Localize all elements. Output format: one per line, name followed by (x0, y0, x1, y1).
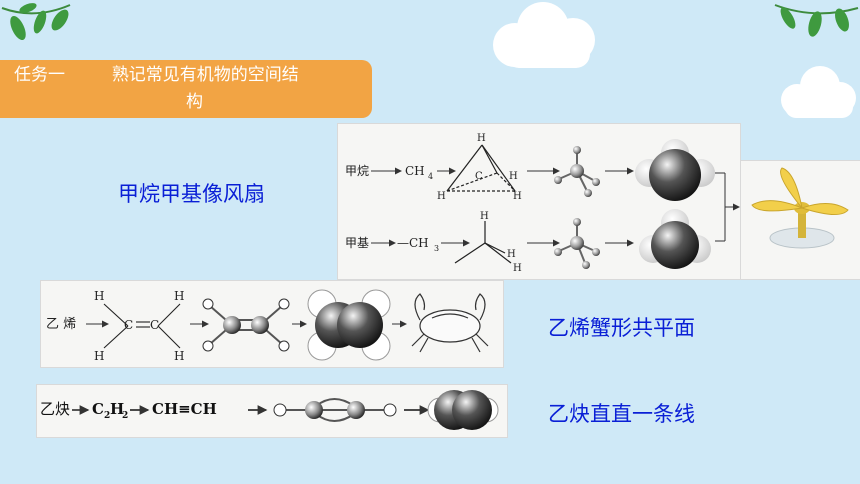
methane-ball-stick-model (554, 146, 600, 197)
methane-formula: CH (405, 164, 425, 178)
crab-illustration (411, 293, 489, 353)
leaf-decoration-right (774, 4, 859, 37)
methane-space-filling-model (635, 139, 715, 201)
methane-atom-h-top: H (477, 133, 486, 144)
task-title: 任务一 熟记常见有机物的空间结 构 (14, 62, 364, 116)
ethylene-ball-stick-model (202, 298, 290, 352)
acetylene-formula-sub-h: 2 (122, 411, 128, 421)
acetylene-formula-h: H (110, 400, 124, 418)
methyl-structure (454, 221, 512, 264)
methyl-name: 甲基 (345, 236, 369, 250)
methane-diagram: 甲烷 CH 4 H C H H H 甲基 —CH (345, 133, 849, 274)
methyl-formula: —CH (397, 236, 429, 250)
acetylene-name: 乙炔 (40, 400, 70, 418)
methane-atom-h-right: H (509, 171, 518, 182)
ethylene-atom-h-tr: H (174, 289, 184, 303)
methane-atom-h-left: H (437, 191, 446, 202)
caption-ethylene: 乙烯蟹形共平面 (548, 316, 695, 340)
ethylene-atom-c-right: C (150, 318, 159, 332)
acetylene-space-filling-model (427, 390, 499, 430)
ethylene-structural-formula (103, 303, 181, 349)
methyl-space-filling-model (639, 209, 711, 269)
ethylene-atom-h-bl: H (94, 349, 104, 363)
methane-name: 甲烷 (345, 164, 369, 178)
task-title-line1: 熟记常见有机物的空间结 (111, 65, 299, 85)
acetylene-ball-stick-model (273, 398, 397, 422)
ethylene-atom-h-br: H (174, 349, 184, 363)
methyl-atom-h-bottom: H (513, 263, 522, 274)
acetylene-formula-sub-c: 2 (104, 411, 110, 421)
acetylene-formula-c: C (92, 400, 104, 418)
fan-illustration (751, 167, 849, 249)
methyl-atom-h-right: H (507, 249, 516, 260)
leaf-decoration-left (1, 3, 71, 41)
ethylene-atom-h-tl: H (94, 289, 104, 303)
acetylene-structural-formula: CH≡CH (152, 400, 217, 418)
acetylene-diagram: 乙炔 C 2 H 2 CH≡CH (40, 390, 499, 430)
ethylene-name: 乙 烯 (46, 317, 76, 332)
methyl-atom-h-top: H (480, 211, 489, 222)
methane-atom-c: C (475, 171, 483, 182)
methane-subscript: 4 (428, 172, 433, 181)
ethylene-space-filling-model (307, 289, 391, 361)
methyl-subscript: 3 (434, 244, 439, 253)
task-label: 任务一 (14, 65, 65, 85)
ethylene-diagram: 乙 烯 H H C C H H (46, 289, 489, 363)
ethylene-atom-c-left: C (124, 318, 133, 332)
caption-acetylene: 乙炔直直一条线 (548, 402, 695, 426)
methane-tetrahedron-structure (446, 144, 516, 192)
task-banner: 任务一 熟记常见有机物的空间结 构 (0, 60, 372, 118)
methyl-ball-stick-model (554, 218, 600, 269)
methane-atom-h-bottom: H (513, 191, 522, 202)
caption-methane: 甲烷甲基像风扇 (118, 182, 265, 206)
cloud-decoration-right (781, 66, 856, 118)
cloud-decoration-top (493, 2, 595, 68)
task-title-line2: 构 (186, 92, 203, 112)
